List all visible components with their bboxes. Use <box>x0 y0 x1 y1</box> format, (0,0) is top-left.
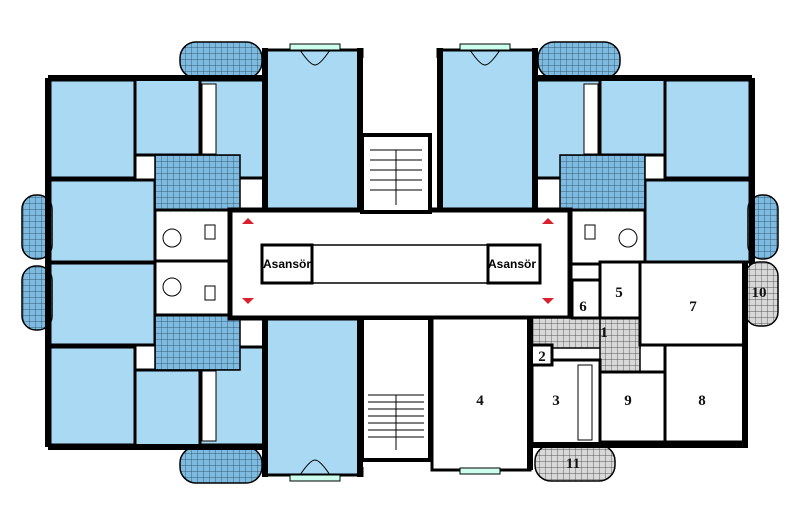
room-label-2: 2 <box>538 349 546 365</box>
elevator-right-label: Asansör <box>488 257 536 271</box>
room-label-11: 11 <box>566 456 580 472</box>
up-arrow-icon <box>542 218 554 224</box>
room-label-5: 5 <box>615 285 623 301</box>
room-label-4: 4 <box>476 393 484 409</box>
room-label-8: 8 <box>698 393 706 409</box>
room-5 <box>598 260 642 320</box>
room-label-10: 10 <box>752 285 767 301</box>
room-6 <box>570 278 602 320</box>
down-arrow-icon <box>242 298 254 304</box>
room-7 <box>638 260 747 347</box>
down-arrow-icon <box>542 298 554 304</box>
elevator-right[interactable] <box>486 243 542 285</box>
elevator-left-label: Asansör <box>263 257 311 271</box>
elevator-left[interactable] <box>260 243 314 285</box>
room-label-6: 6 <box>579 299 587 315</box>
room-label-7: 7 <box>689 299 697 315</box>
room-label-3: 3 <box>552 393 560 409</box>
up-arrow-icon <box>242 218 254 224</box>
room-8 <box>663 343 747 444</box>
room-9 <box>598 370 667 444</box>
room-label-1: 1 <box>600 325 608 341</box>
room-label-9: 9 <box>624 393 632 409</box>
